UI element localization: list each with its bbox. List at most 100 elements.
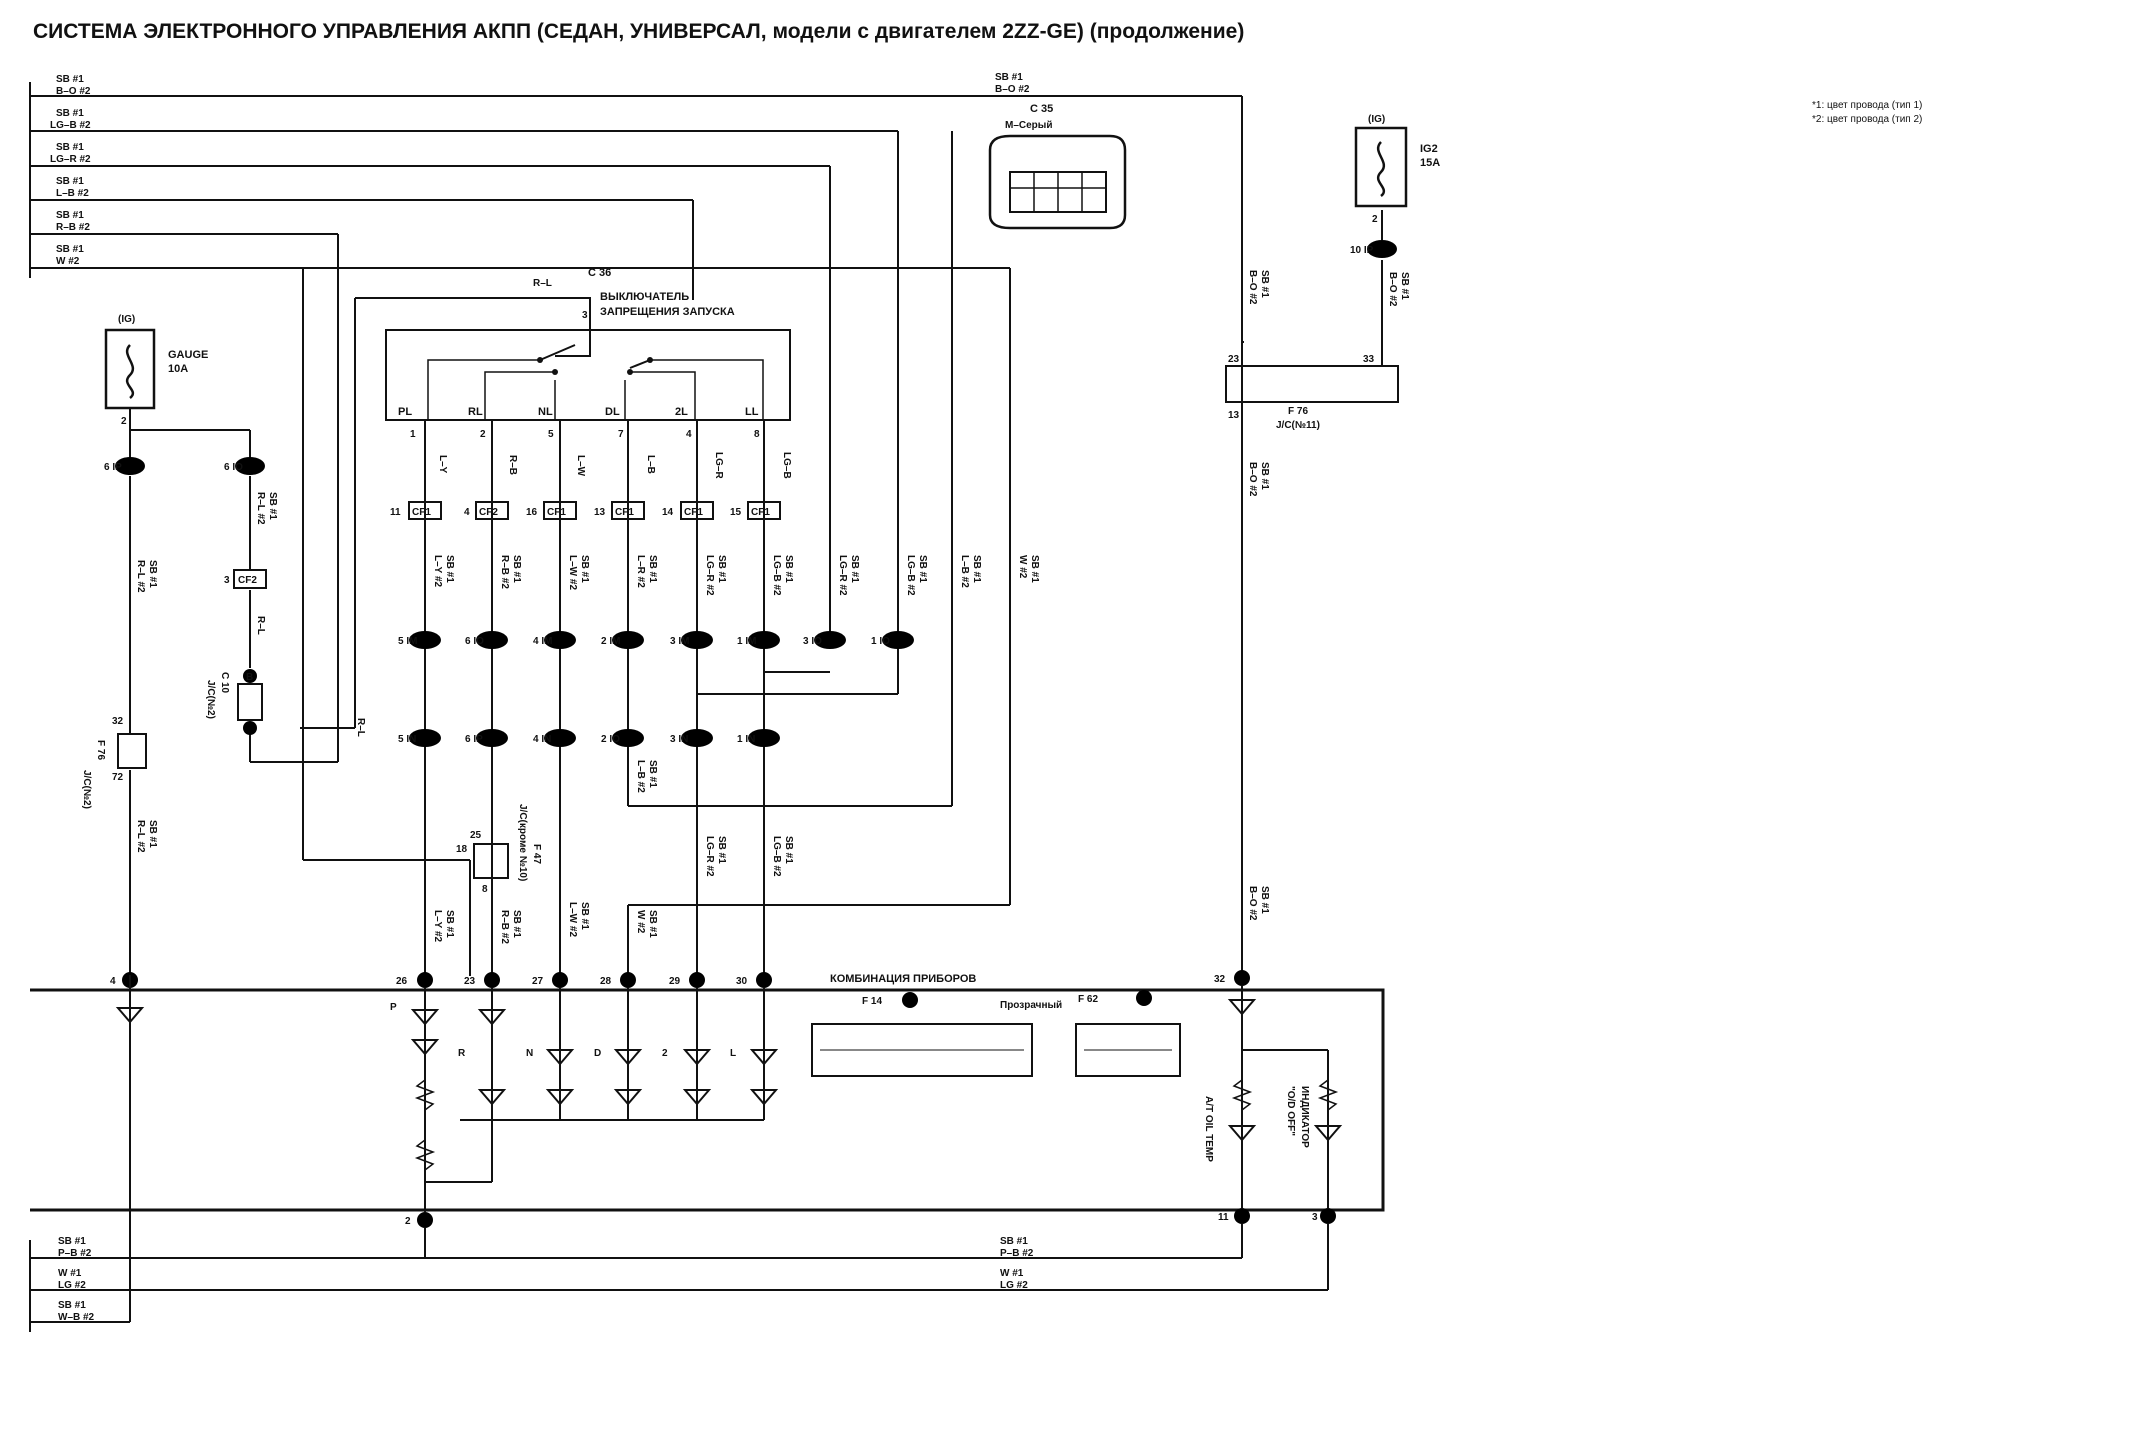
svg-text:8: 8	[482, 884, 488, 895]
svg-text:B: B	[246, 672, 253, 683]
svg-text:L–R #2: L–R #2	[635, 555, 646, 588]
jc11: 23 33 13 F 76 J/C(№11)	[1225, 354, 1399, 431]
svg-text:SB #1: SB #1	[647, 910, 658, 938]
svg-text:SB #1: SB #1	[647, 555, 658, 583]
svg-text:3 IN: 3 IN	[670, 734, 688, 745]
svg-text:14: 14	[662, 507, 674, 518]
svg-text:18: 18	[456, 844, 468, 855]
svg-text:72: 72	[112, 772, 124, 783]
svg-text:2: 2	[1372, 214, 1378, 225]
svg-text:13: 13	[594, 507, 606, 518]
svg-text:1 IN: 1 IN	[737, 734, 755, 745]
meter-pins: 4 26 23 27 28 29 30 32 2 11 3	[110, 970, 1336, 1228]
svg-text:L–B #2: L–B #2	[635, 760, 646, 793]
svg-text:LG–R #2: LG–R #2	[837, 555, 848, 596]
connector-row-1: 5 IM 6 IO 4 IM 2 IM 3 IM 1 IM 3 IO 1 IO	[398, 631, 914, 649]
svg-text:CF1: CF1	[684, 507, 703, 518]
left-labels: J/C(№2) F 76 J/C(№2) C 10 SB #1 R–L #2 S…	[81, 492, 366, 853]
svg-text:F 47: F 47	[531, 844, 542, 864]
svg-text:2: 2	[405, 1216, 411, 1227]
svg-text:16: 16	[526, 507, 538, 518]
left-connectors: 6 IP 6 IO CF2 3 B 32 72	[104, 457, 267, 783]
svg-text:27: 27	[532, 976, 544, 987]
svg-text:L–W: L–W	[575, 455, 586, 477]
svg-text:4 IM: 4 IM	[533, 636, 552, 647]
svg-text:B–O #2: B–O #2	[1247, 462, 1258, 497]
right-wire-labels: SB #1 B–O #2 SB #1 B–O #2 SB #1 B–O #2 S…	[1247, 270, 1410, 921]
svg-text:LG–R #2: LG–R #2	[704, 836, 715, 877]
svg-text:A/T OIL TEMP: A/T OIL TEMP	[1203, 1096, 1214, 1162]
svg-text:P–B #2: P–B #2	[1000, 1248, 1034, 1259]
svg-text:SB #1: SB #1	[56, 142, 84, 153]
gauge-feed-wires	[129, 234, 339, 975]
svg-text:L–W #2: L–W #2	[567, 902, 578, 937]
svg-text:LG–B: LG–B	[781, 452, 792, 479]
svg-text:Прозрачный: Прозрачный	[1000, 1000, 1062, 1011]
lower-wire-labels: SB #1 L–Y #2 SB #1 R–B #2 SB #1 L–W #2 S…	[432, 760, 794, 944]
svg-text:SB #1: SB #1	[716, 555, 727, 583]
svg-text:ВЫКЛЮЧАТЕЛЬ: ВЫКЛЮЧАТЕЛЬ	[600, 291, 689, 303]
svg-text:W #1: W #1	[1000, 1268, 1024, 1279]
svg-text:B–O #2: B–O #2	[56, 86, 91, 97]
svg-text:15A: 15A	[1420, 157, 1440, 169]
svg-text:B–O #2: B–O #2	[1387, 272, 1398, 307]
svg-text:4 IN: 4 IN	[533, 734, 551, 745]
svg-text:5 IM: 5 IM	[398, 636, 417, 647]
meter-internals	[115, 986, 1343, 1212]
svg-text:W–B #2: W–B #2	[58, 1312, 95, 1323]
svg-text:NL: NL	[538, 406, 553, 418]
svg-text:SB #1: SB #1	[647, 760, 658, 788]
svg-text:33: 33	[1363, 354, 1375, 365]
svg-text:L–B #2: L–B #2	[959, 555, 970, 588]
ig2-circuit	[1230, 96, 1396, 975]
svg-text:R–L #2: R–L #2	[135, 560, 146, 593]
svg-text:W #2: W #2	[1017, 555, 1028, 579]
svg-text:LG–B #2: LG–B #2	[905, 555, 916, 596]
top-bus-label-1: SB #1	[995, 72, 1023, 83]
svg-text:LG–R: LG–R	[713, 452, 724, 479]
svg-text:SB #1: SB #1	[56, 74, 84, 85]
svg-text:2L: 2L	[675, 406, 688, 418]
svg-text:DL: DL	[605, 406, 620, 418]
svg-text:2: 2	[662, 1048, 668, 1059]
connector-c35: C 35 М–Серый	[988, 103, 1127, 230]
bottom-bus	[29, 975, 1329, 1332]
svg-text:ИНДИКАТОР: ИНДИКАТОР	[1299, 1086, 1310, 1148]
connector-row-2: 5 IN 6 IP 4 IN 2 IO 3 IN 1 IN	[398, 729, 780, 747]
svg-text:IG2: IG2	[1420, 143, 1438, 155]
svg-text:CF2: CF2	[479, 507, 498, 518]
svg-text:SB #1: SB #1	[511, 910, 522, 938]
svg-text:L–Y #2: L–Y #2	[432, 910, 443, 942]
svg-text:11: 11	[390, 507, 401, 518]
svg-text:LG–R #2: LG–R #2	[50, 154, 91, 165]
wire-color-note-2: *2: цвет провода (тип 2)	[1812, 114, 1922, 125]
svg-text:23: 23	[1228, 354, 1240, 365]
svg-text:L–B: L–B	[645, 455, 656, 474]
bottom-bus-labels: SB #1 P–B #2 W #1 LG #2 SB #1 W–B #2 SB …	[58, 1236, 1034, 1323]
svg-text:SB #1: SB #1	[147, 820, 158, 848]
switch-terminals: PL RL NL DL 2L LL 1 2 5 7 4 8 L–Y R–B L–…	[398, 406, 792, 479]
svg-text:SB #1: SB #1	[147, 560, 158, 588]
svg-text:SB #1: SB #1	[971, 555, 982, 583]
svg-text:SB #1: SB #1	[267, 492, 278, 520]
svg-text:LG–R #2: LG–R #2	[704, 555, 715, 596]
svg-text:R–L: R–L	[355, 718, 366, 737]
svg-text:F 76: F 76	[1288, 406, 1308, 417]
svg-text:26: 26	[396, 976, 408, 987]
svg-text:SB #1: SB #1	[1259, 462, 1270, 490]
svg-text:J/C(№11): J/C(№11)	[1276, 420, 1320, 431]
svg-text:2: 2	[480, 429, 486, 440]
svg-text:CF1: CF1	[615, 507, 634, 518]
svg-text:F 62: F 62	[1078, 994, 1098, 1005]
wire-color-note-1: *1: цвет провода (тип 1)	[1812, 100, 1922, 111]
svg-text:SB #1: SB #1	[56, 108, 84, 119]
diagram-title: СИСТЕМА ЭЛЕКТРОННОГО УПРАВЛЕНИЯ АКПП (СЕ…	[33, 20, 1244, 43]
svg-text:ЗАПРЕЩЕНИЯ ЗАПУСКА: ЗАПРЕЩЕНИЯ ЗАПУСКА	[600, 306, 735, 318]
svg-text:J/C(№2): J/C(№2)	[205, 680, 216, 719]
svg-text:3: 3	[224, 575, 230, 586]
cf-connectors: CF1 11 CF2 4 CF1 16 CF1 13 CF1 14 CF1 15	[390, 501, 781, 520]
svg-text:R–L #2: R–L #2	[135, 820, 146, 853]
svg-text:3 IM: 3 IM	[670, 636, 689, 647]
svg-text:SB #1: SB #1	[1259, 886, 1270, 914]
